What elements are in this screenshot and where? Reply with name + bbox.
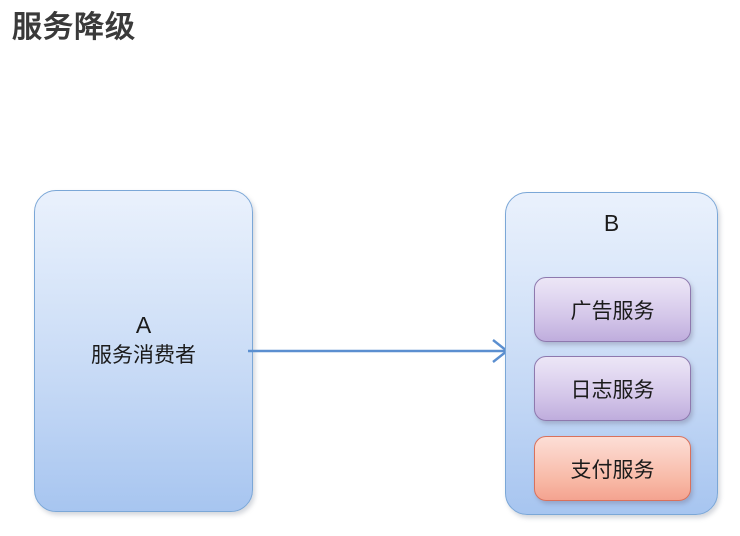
node-service-consumer[interactable]: A 服务消费者 [34,190,253,512]
service-chip-payment-label: 支付服务 [570,458,655,482]
consumer-letter-label: A [135,312,152,338]
consumer-name-label: 服务消费者 [91,344,196,367]
service-chip-ad[interactable]: 广告服务 [534,277,691,342]
service-chip-ad-label: 广告服务 [570,299,655,323]
call-arrow [248,339,509,363]
service-chip-payment[interactable]: 支付服务 [534,436,691,501]
service-chip-log-label: 日志服务 [570,378,655,402]
page-title: 服务降级 [12,11,136,44]
provider-letter-label: B [603,210,620,236]
node-service-provider[interactable]: B 广告服务 日志服务 支付服务 [505,192,718,515]
service-chip-log[interactable]: 日志服务 [534,356,691,421]
